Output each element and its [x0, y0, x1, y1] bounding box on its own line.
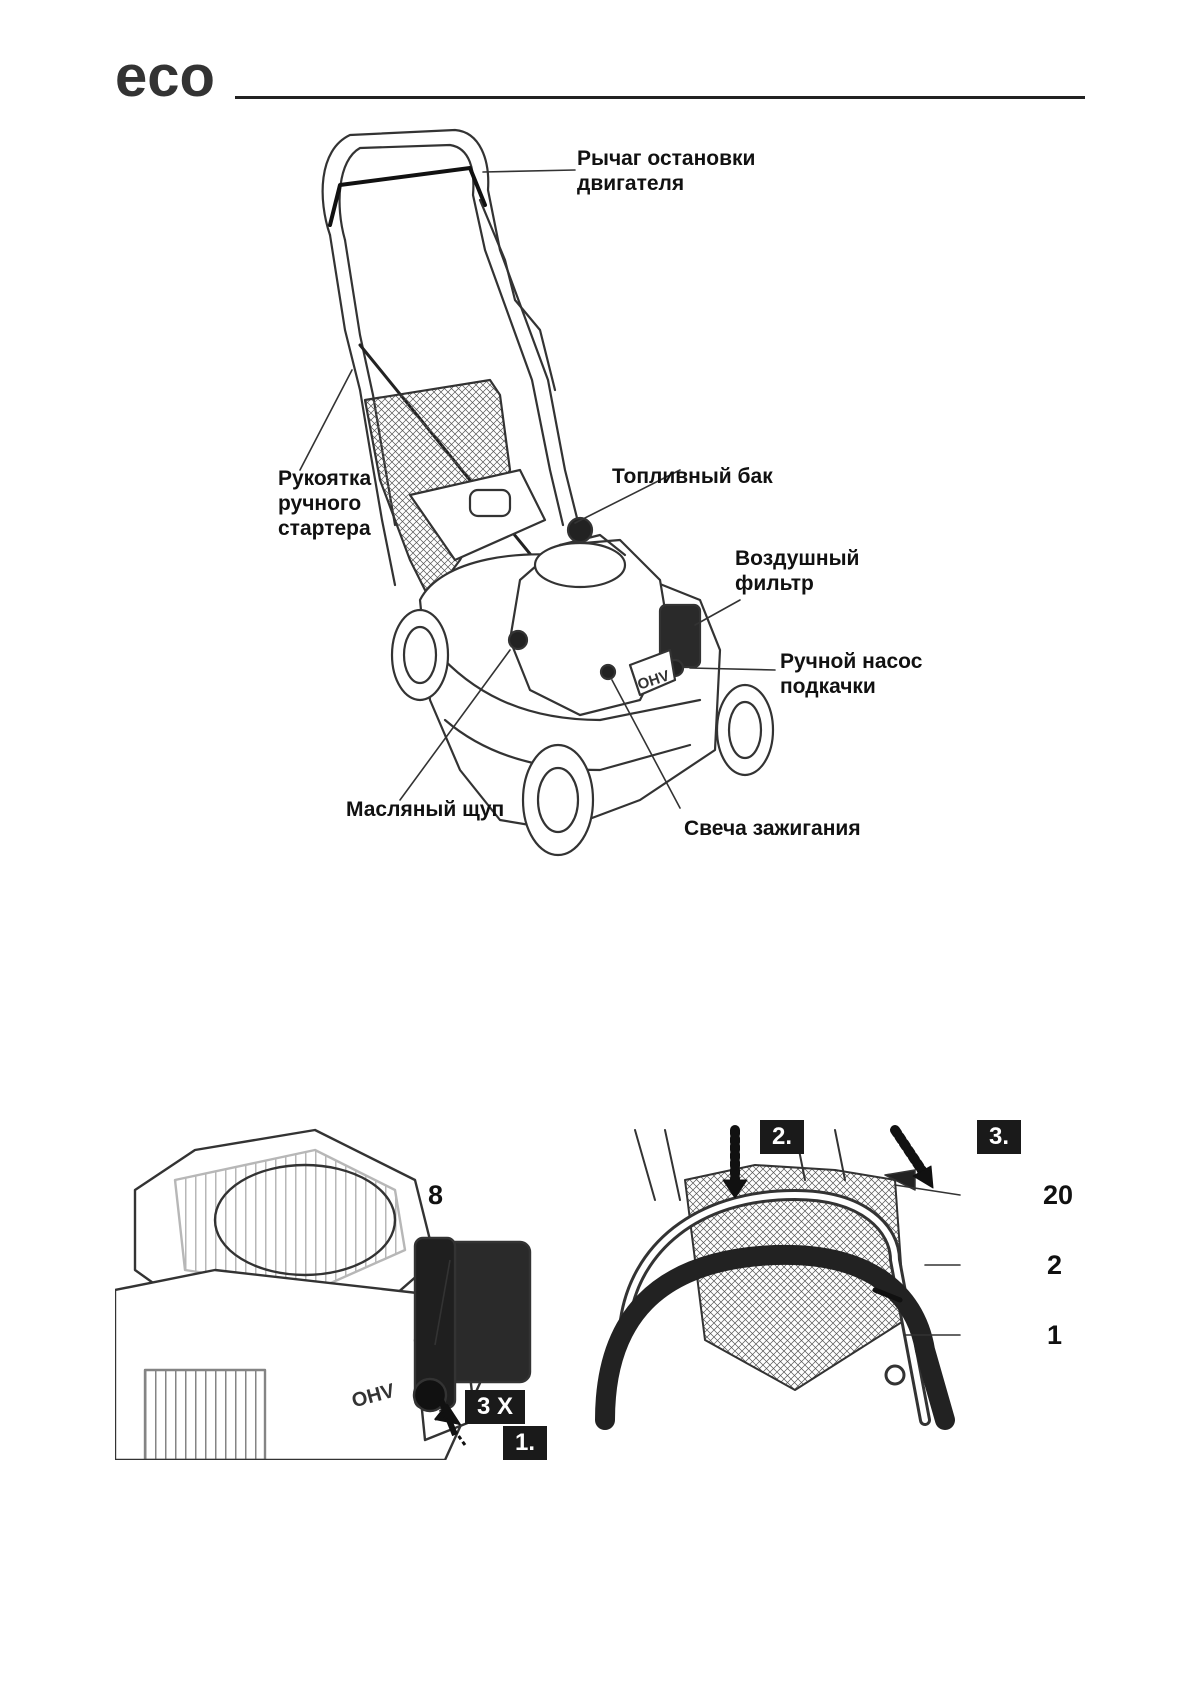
- mower-overview-figure: OHV Рычаг остановки двигателя Топливный …: [278, 128, 923, 857]
- step-2-box: 2.: [760, 1120, 804, 1154]
- label-starter-handle-3: стартера: [278, 517, 371, 540]
- engine-closeup-illustration: OHV: [115, 1128, 532, 1460]
- label-primer-pump-2: подкачки: [780, 675, 876, 698]
- number-1: 1: [1047, 1320, 1063, 1350]
- header-rule: [235, 96, 1085, 99]
- label-stop-lever-1: Рычаг остановки: [577, 147, 756, 170]
- step-3-box: 3.: [977, 1120, 1021, 1154]
- mower-illustration: OHV: [299, 128, 776, 857]
- step-1-box: 1.: [503, 1426, 547, 1460]
- number-20: 20: [1043, 1180, 1074, 1210]
- handle-assembly-figure: 2. 3. 20 2 1: [595, 1120, 1085, 1460]
- label-starter-handle-1: Рукоятка: [278, 467, 372, 490]
- number-2: 2: [1047, 1250, 1063, 1280]
- label-air-filter-2: фильтр: [735, 572, 814, 595]
- label-fuel-tank: Топливный бак: [612, 465, 773, 488]
- number-8: 8: [428, 1180, 444, 1210]
- label-air-filter-1: Воздушный: [735, 547, 860, 570]
- logo-text: eco: [115, 52, 215, 109]
- label-stop-lever-2: двигателя: [577, 172, 685, 195]
- primer-pump-figure: OHV 8 3 X 1.: [115, 1120, 575, 1460]
- times-box: 3 X: [465, 1390, 525, 1424]
- label-oil-dipstick: Масляный щуп: [346, 798, 505, 821]
- label-spark-plug: Свеча зажигания: [684, 817, 861, 840]
- label-starter-handle-2: ручного: [278, 492, 362, 515]
- label-primer-pump-1: Ручной насос: [780, 650, 923, 673]
- handle-illustration: [595, 1125, 961, 1430]
- eco-logo: eco: [115, 52, 215, 109]
